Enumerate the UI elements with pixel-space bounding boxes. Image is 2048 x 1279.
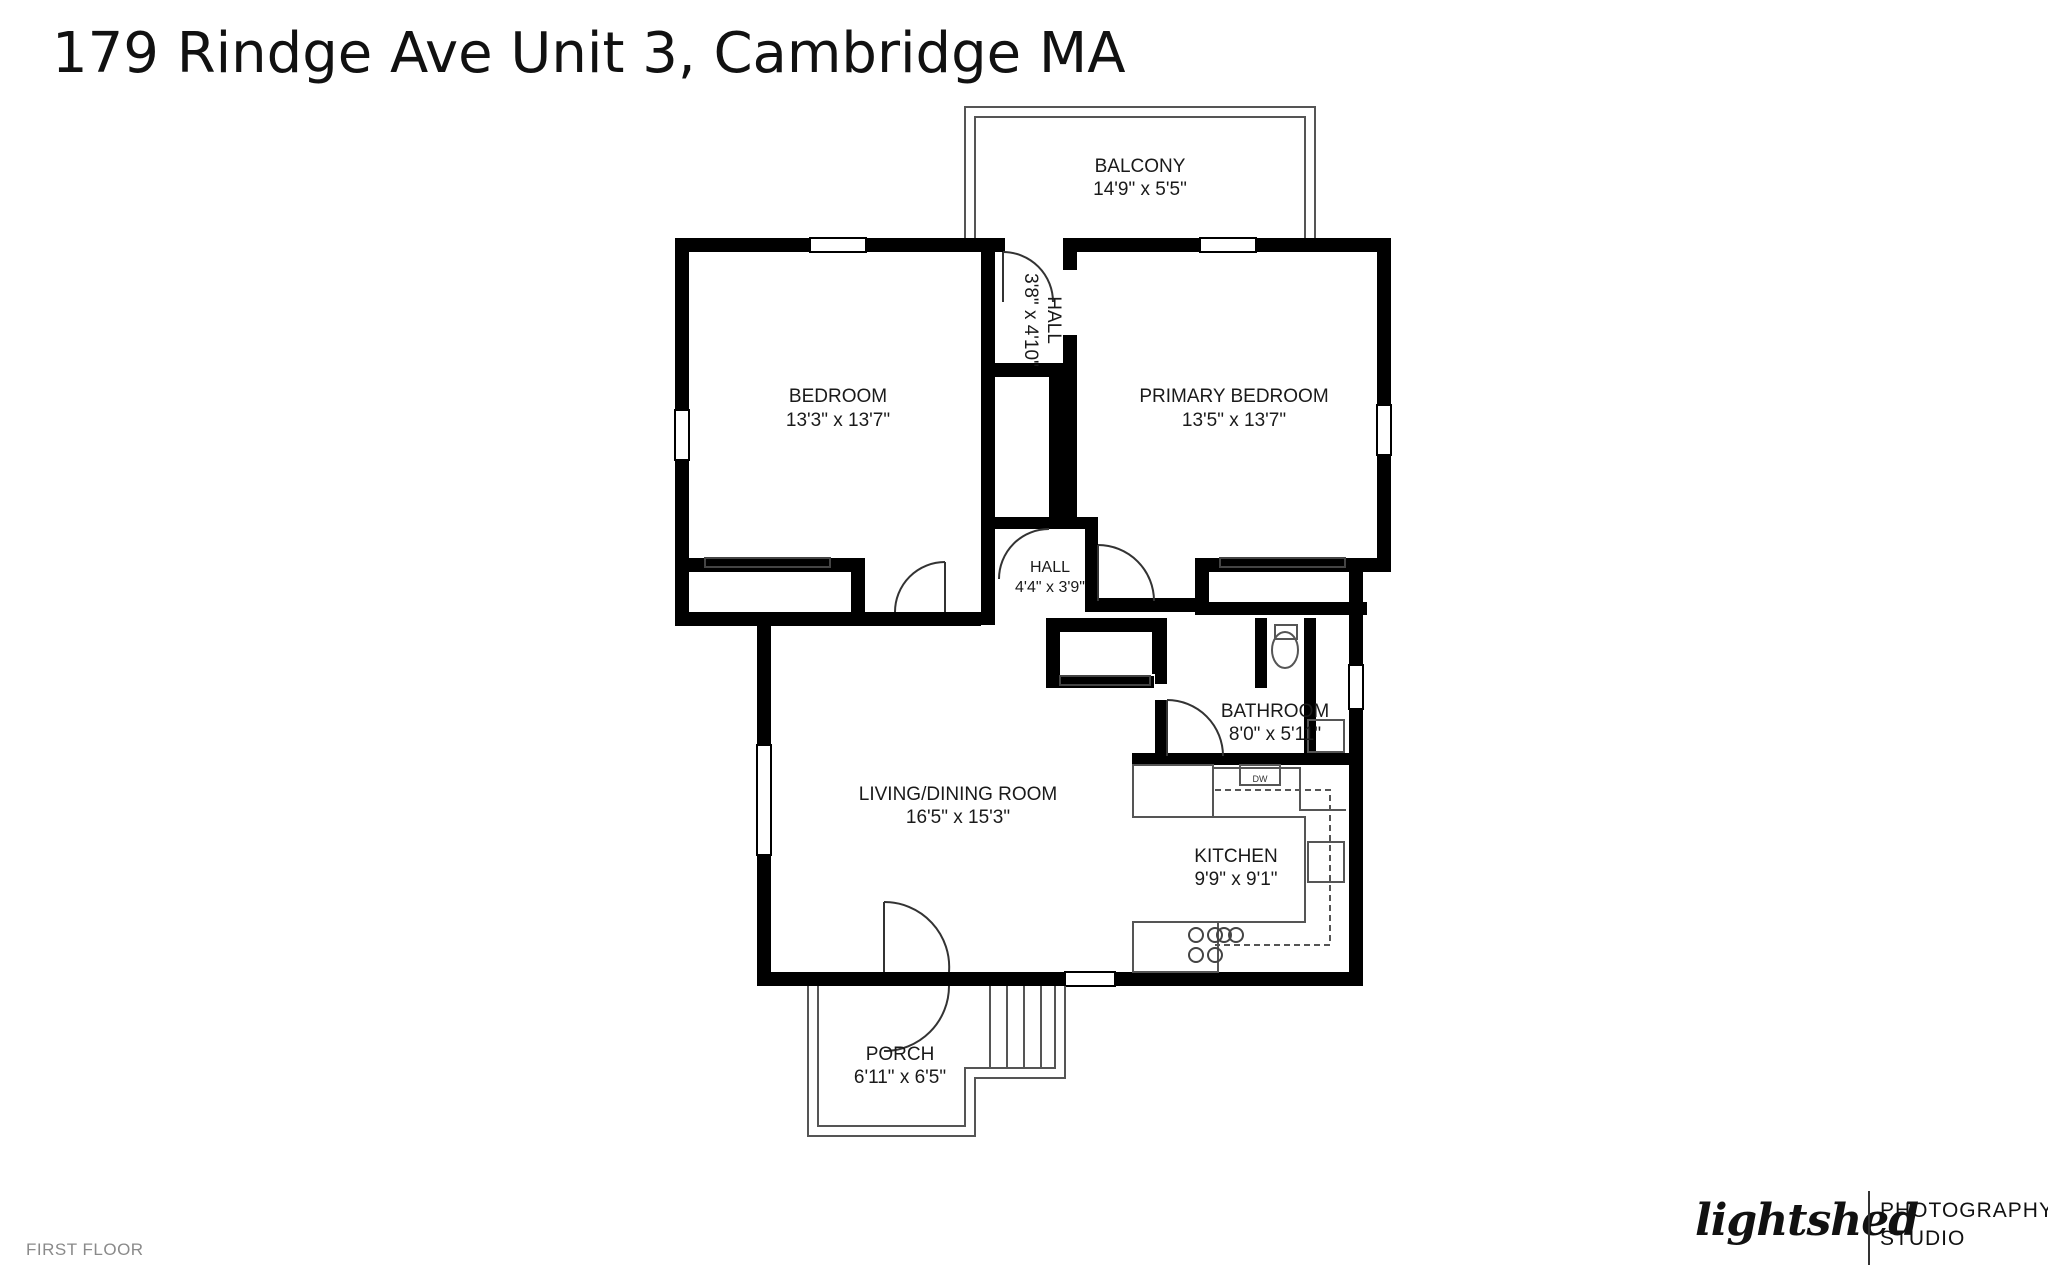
balcony-name: BALCONY: [1095, 156, 1186, 177]
primary-bedroom-dims: 13'5" x 13'7": [1182, 410, 1286, 431]
bedroom-dims: 13'3" x 13'7": [786, 410, 890, 431]
floor-label: FIRST FLOOR: [26, 1240, 144, 1259]
hall-top-dims: 3'8" x 4'10": [1020, 273, 1041, 367]
bathroom-dims: 8'0" x 5'11": [1229, 724, 1321, 745]
porch-name: PORCH: [866, 1044, 935, 1065]
studio-logo: lightshed PHOTOGRAPHY STUDIO: [1695, 1185, 2048, 1275]
kitchen-name: KITCHEN: [1194, 846, 1277, 867]
kitchen-dims: 9'9" x 9'1": [1194, 869, 1277, 890]
doors: [883, 251, 1224, 1052]
bathroom-name: BATHROOM: [1221, 701, 1329, 722]
hall-top-name: HALL: [1043, 296, 1064, 344]
hall-mid-dims: 4'4" x 3'9": [1015, 579, 1085, 596]
walls: [674, 237, 1392, 987]
closet-doors: [704, 557, 1346, 686]
hall-mid-name: HALL: [1030, 559, 1070, 576]
bedroom-name: BEDROOM: [789, 386, 887, 407]
porch-outline: [807, 986, 1066, 1137]
living-name: LIVING/DINING ROOM: [859, 784, 1057, 805]
logo-divider: [1868, 1191, 1870, 1265]
kitchen-counters: [1132, 624, 1346, 973]
balcony-dims: 14'9" x 5'5": [1093, 179, 1187, 200]
room-labels: BALCONY 14'9" x 5'5" HALL 3'8" x 4'10" B…: [786, 156, 1329, 1088]
page-title: 179 Rindge Ave Unit 3, Cambridge MA: [52, 21, 1126, 86]
balcony-outline: [964, 106, 1316, 240]
living-dims: 16'5" x 15'3": [906, 807, 1010, 828]
primary-bedroom-name: PRIMARY BEDROOM: [1139, 386, 1328, 407]
logo-script: lightshed: [1695, 1195, 1919, 1246]
logo-line-photography: PHOTOGRAPHY: [1880, 1199, 2048, 1222]
logo-line-studio: STUDIO: [1880, 1227, 1966, 1250]
porch-dims: 6'11" x 6'5": [854, 1067, 946, 1088]
stove-burners: [1188, 927, 1244, 963]
dishwasher-label: DW: [1253, 774, 1268, 784]
